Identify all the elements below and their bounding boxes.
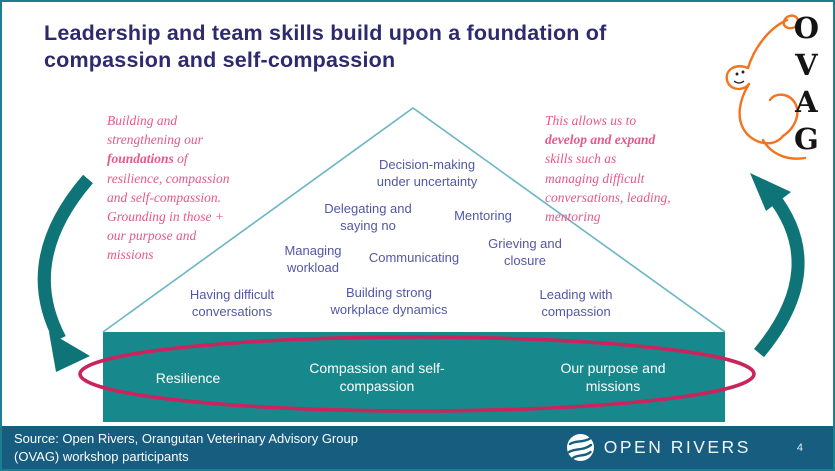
note-foundations: Building and strengthening our foundatio… (107, 92, 292, 264)
skill-communicating: Communicating (368, 250, 460, 265)
note-foundations-text2: of resilience, compassion and self-compa… (107, 151, 230, 263)
note-skills-text: This allows us to (545, 113, 637, 129)
ovag-letter-a: A (795, 85, 818, 119)
slide-title: Leadership and team skills build upon a … (44, 21, 607, 73)
skill-decision-making: Decision-making under uncertainty (376, 157, 478, 189)
foundation-compassion: Compassion and self- compassion (309, 360, 445, 395)
skill-grieving-closure: Grieving and closure (488, 236, 562, 268)
right-up-arrow (750, 173, 805, 358)
note-foundations-text: Building and strengthening our (107, 113, 203, 148)
note-skills: This allows us to develop and expand ski… (545, 92, 720, 226)
skill-workplace-dynamics: Building strong workplace dynamics (330, 285, 448, 317)
ovag-letter-o: O (793, 11, 819, 45)
ovag-letter-g: G (793, 122, 819, 156)
note-foundations-bold: foundations (107, 151, 174, 167)
footer-bar: Source: Open Rivers, Orangutan Veterinar… (2, 426, 833, 469)
left-down-arrow (37, 174, 93, 372)
skill-mentoring: Mentoring (454, 208, 512, 223)
orangutan-icon (725, 14, 807, 160)
skill-delegating: Delegating and saying no (324, 201, 412, 233)
ovag-letter-v: V (795, 48, 818, 82)
open-rivers-wordmark: OPEN RIVERS (603, 437, 751, 457)
open-rivers-logo: OPEN RIVERS (566, 433, 751, 462)
page-number: 4 (796, 441, 803, 454)
foundation-resilience: Resilience (155, 370, 221, 386)
ovag-letters: O V A G (794, 10, 819, 158)
note-skills-text2: skills such as managing difficult conver… (545, 151, 671, 224)
open-rivers-icon (566, 434, 594, 461)
skill-difficult-conversations: Having difficult conversations (189, 287, 275, 319)
foundation-purpose: Our purpose and missions (560, 360, 666, 395)
note-skills-bold: develop and expand (545, 132, 656, 148)
source-text: Source: Open Rivers, Orangutan Veterinar… (14, 430, 358, 464)
skill-managing-workload: Managing workload (284, 243, 342, 275)
skill-leading-compassion: Leading with compassion (539, 287, 613, 319)
ovag-logo: O V A G (715, 8, 821, 168)
